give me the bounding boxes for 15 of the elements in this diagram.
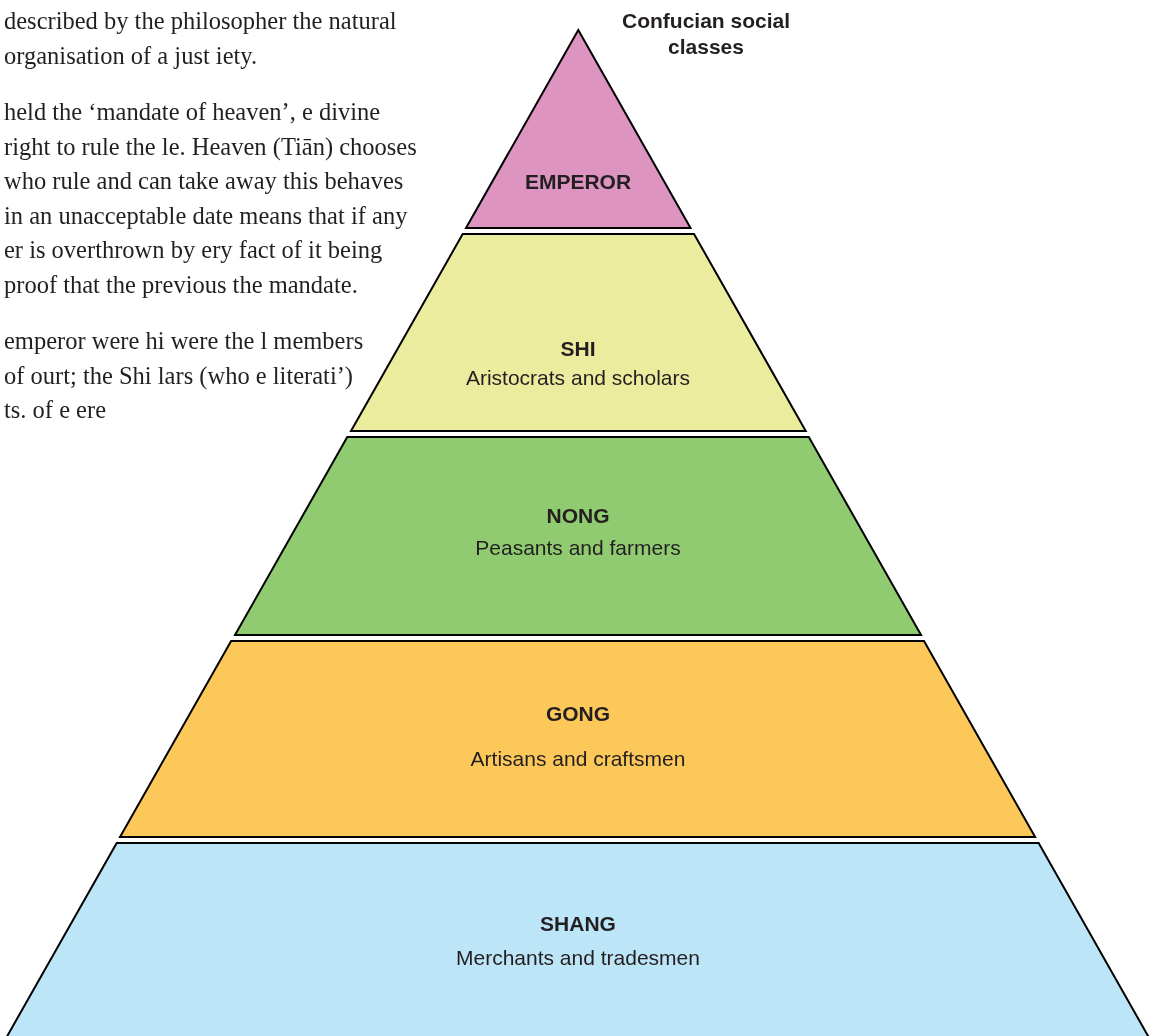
pyramid-tier — [234, 437, 921, 635]
class-name: SHANG — [539, 912, 617, 936]
class-name: NONG — [545, 504, 611, 528]
body-text-paragraph: described by the philosopher the natural organisation of a just iety. — [4, 6, 398, 71]
class-description: Merchants and tradesmen — [455, 946, 701, 970]
pyramid-tier — [120, 641, 1036, 837]
class-description: Peasants and farmers — [474, 536, 682, 560]
class-name: EMPEROR — [523, 170, 633, 194]
body-text-paragraph: held the ‘mandate of heaven’, e divine right to rule the le. Heaven (Tiān) chooses who rule and can take away this behaves in an unacceptable date means that if any er is overthrown by ery fact of it being proof that the previous the mandate. — [4, 97, 418, 300]
pyramid-tier — [5, 843, 1151, 1036]
class-description: Artisans and craftsmen — [469, 747, 687, 771]
class-name: GONG — [544, 702, 612, 726]
diagram-title: Confucian social classes — [621, 8, 791, 60]
body-text-paragraph: emperor were hi were the l members of ourt; the Shi lars (who e literati’) ts. of e ere — [4, 326, 365, 425]
class-description: Aristocrats and scholars — [464, 366, 692, 390]
